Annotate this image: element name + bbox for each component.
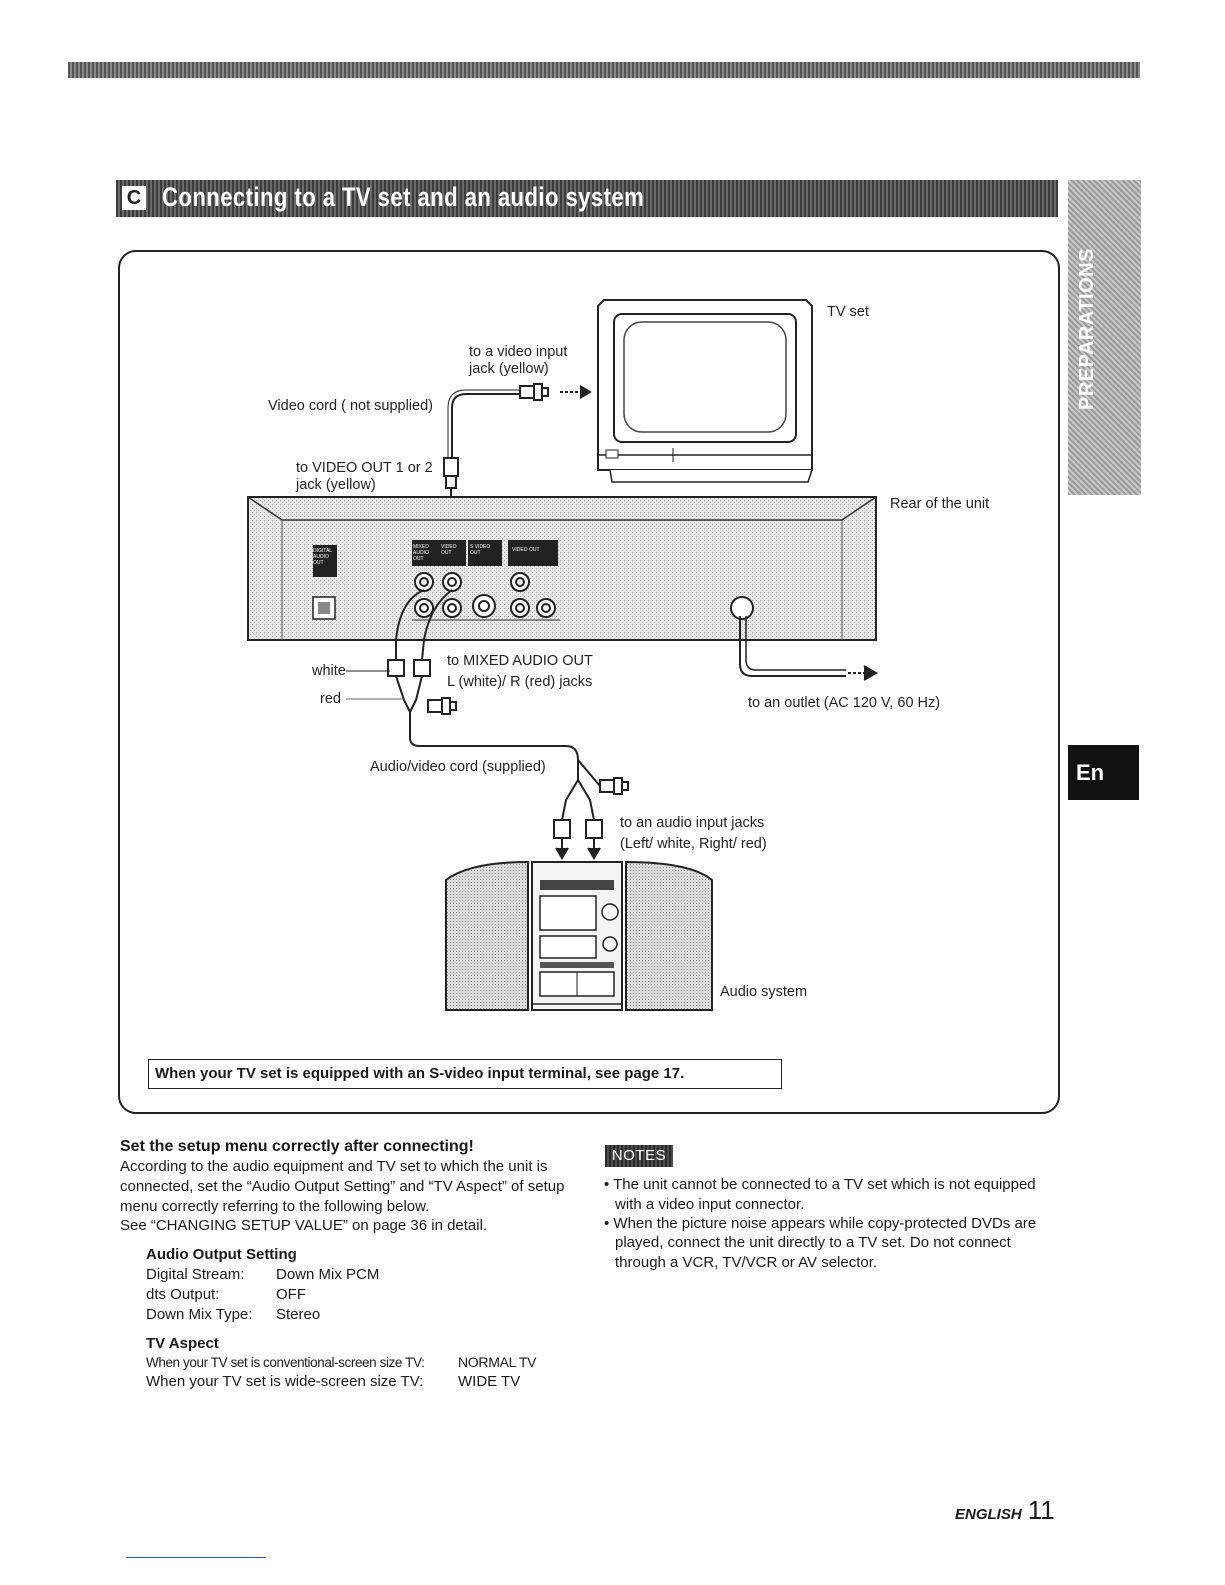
setup-paragraph-line2: connected, set the “Audio Output Setting… xyxy=(120,1178,565,1195)
outlet-label: to an outlet (AC 120 V, 60 Hz) xyxy=(748,695,941,711)
audio-system-illustration xyxy=(445,860,713,1011)
tv-aspect-row-label: When your TV set is conventional-screen … xyxy=(146,1355,425,1370)
bottom-rule xyxy=(126,1557,266,1558)
tv-aspect-heading: TV Aspect xyxy=(146,1335,219,1352)
rear-of-unit-label: Rear of the unit xyxy=(890,496,990,512)
note-item-line2: with a video input connector. xyxy=(615,1196,805,1213)
setup-heading: Set the setup menu correctly after conne… xyxy=(120,1138,474,1155)
panel-label-mixed-audio: MIXED AUDIO OUT xyxy=(413,544,429,562)
audio-row-value: Down Mix PCM xyxy=(276,1266,380,1283)
note-item-line3: through a VCR, TV/VCR or AV selector. xyxy=(615,1254,878,1271)
tv-aspect-row-value: NORMAL TV xyxy=(458,1354,537,1370)
top-decorative-bar xyxy=(68,62,1140,78)
red-plug-label: red xyxy=(320,691,341,707)
preparations-side-tab: PREPARATIONS xyxy=(1068,180,1141,495)
white-plug-label: white xyxy=(312,663,346,679)
video-out-label-line2: jack (yellow) xyxy=(296,477,376,493)
tv-set-label: TV set xyxy=(827,304,869,320)
note-item-line2: played, connect the unit directly to a T… xyxy=(615,1234,1011,1251)
panel-label-video-out-2: VIDEO OUT xyxy=(512,547,540,553)
language-tab: En xyxy=(1068,745,1139,800)
tv-set-illustration xyxy=(597,299,813,483)
video-cord-label: Video cord ( not supplied) xyxy=(268,398,433,414)
audio-input-label-line2: (Left/ white, Right/ red) xyxy=(620,836,767,852)
power-cord xyxy=(739,616,878,681)
av-cord-label: Audio/video cord (supplied) xyxy=(370,759,546,775)
section-letter: C xyxy=(122,186,146,210)
section-title: Connecting to a TV set and an audio syst… xyxy=(162,182,645,212)
audio-row-value: Stereo xyxy=(276,1306,321,1323)
panel-label-digital-audio: DIGITAL AUDIO OUT xyxy=(313,548,332,566)
page-number: 11 xyxy=(1027,1495,1055,1525)
note-item-line1: • The unit cannot be connected to a TV s… xyxy=(604,1176,1036,1193)
audio-video-cord xyxy=(346,589,629,860)
setup-paragraph-line1: According to the audio equipment and TV … xyxy=(120,1158,548,1175)
panel-label-s-video-out: S VIDEO OUT xyxy=(470,544,491,556)
rear-of-unit-illustration xyxy=(247,496,877,641)
setup-paragraph-line3: menu correctly referring to the followin… xyxy=(120,1198,430,1215)
video-input-label-line2: jack (yellow) xyxy=(469,361,549,377)
page-footer: ENGLISH 11 xyxy=(955,1495,1055,1526)
audio-row-label: Down Mix Type: xyxy=(146,1306,253,1323)
audio-input-label-line1: to an audio input jacks xyxy=(620,815,765,831)
mixed-audio-label-line2: L (white)/ R (red) jacks xyxy=(447,674,593,690)
audio-row-label: dts Output: xyxy=(146,1286,220,1303)
audio-row-value: OFF xyxy=(276,1286,306,1303)
panel-label-video-out: VIDEO OUT xyxy=(441,544,457,556)
tv-aspect-row-label: When your TV set is wide-screen size TV: xyxy=(146,1373,424,1390)
audio-row-label: Digital Stream: xyxy=(146,1266,245,1283)
note-item-line1: • When the picture noise appears while c… xyxy=(604,1215,1037,1232)
s-video-note-text: When your TV set is equipped with an S-v… xyxy=(155,1065,685,1082)
video-cord xyxy=(443,383,592,560)
audio-output-heading: Audio Output Setting xyxy=(146,1246,297,1263)
diagram-frame xyxy=(118,250,1060,1114)
section-header: C Connecting to a TV set and an audio sy… xyxy=(116,180,1058,217)
s-video-note-box: When your TV set is equipped with an S-v… xyxy=(148,1059,782,1089)
footer-label: ENGLISH xyxy=(955,1506,1022,1523)
notes-badge: NOTES xyxy=(605,1145,673,1167)
video-input-label-line1: to a video input xyxy=(469,344,568,360)
video-out-label-line1: to VIDEO OUT 1 or 2 xyxy=(296,460,433,476)
mixed-audio-label-line1: to MIXED AUDIO OUT xyxy=(447,653,593,669)
tv-aspect-row-value: WIDE TV xyxy=(458,1373,521,1390)
setup-paragraph-line4: See “CHANGING SETUP VALUE” on page 36 in… xyxy=(120,1217,488,1234)
audio-system-label: Audio system xyxy=(720,984,808,1000)
